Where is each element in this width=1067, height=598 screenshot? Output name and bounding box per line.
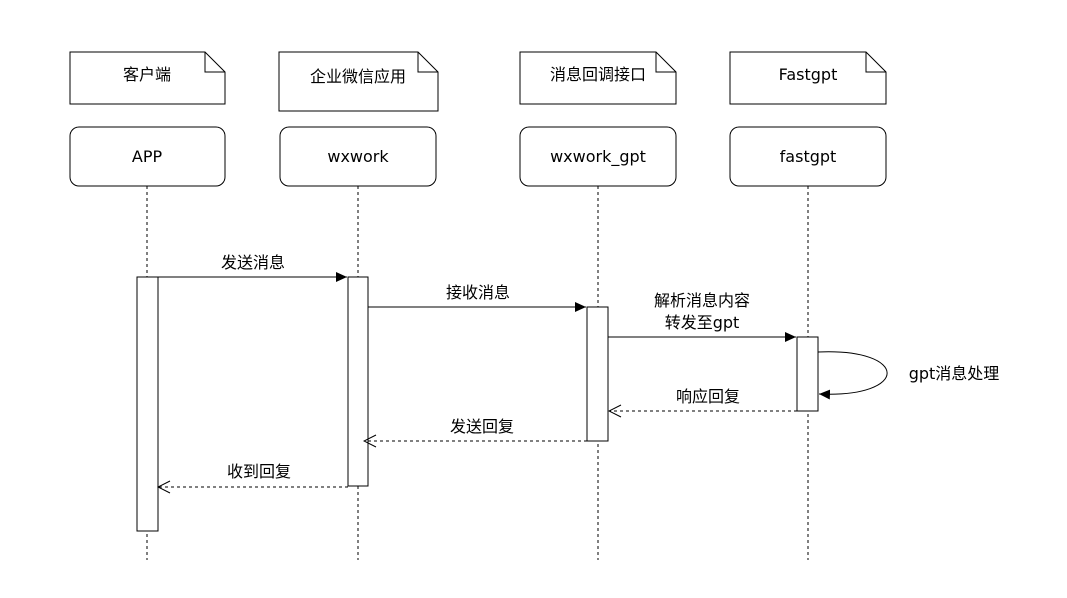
message-send-reply: 发送回复 [364,417,587,441]
activation-fastgpt [796,336,819,412]
participant-app: APP [69,126,226,187]
activation-wxwork [347,276,369,487]
note-callback: 消息回调接口 [519,51,677,105]
activation-app [136,276,159,532]
note-client-label: 客户端 [123,65,171,84]
message-self-process: gpt消息处理 [817,351,1000,400]
note-fastgpt: Fastgpt [729,51,887,105]
message-respond-reply: 响应回复 [609,387,797,411]
message-forward: 解析消息内容 转发至gpt [608,291,796,342]
participant-wxwork: wxwork [279,126,437,187]
message-send-label: 发送消息 [221,253,285,272]
message-forward-label-1: 解析消息内容 [654,291,750,310]
message-receive-label: 接收消息 [446,283,510,302]
note-callback-label: 消息回调接口 [550,65,646,84]
note-client: 客户端 [69,51,226,105]
participant-fastgpt: fastgpt [729,126,887,187]
message-receive-reply: 收到回复 [158,462,348,487]
message-respond-reply-label: 响应回复 [676,387,740,406]
note-wecom-app: 企业微信应用 [278,51,439,112]
note-wecom-app-label: 企业微信应用 [310,67,406,86]
participant-fastgpt-label: fastgpt [780,147,837,166]
message-receive: 接收消息 [368,283,586,312]
participant-app-label: APP [132,147,163,166]
message-self-process-label: gpt消息处理 [909,364,1000,383]
message-receive-reply-label: 收到回复 [227,462,291,481]
activation-wxwork-gpt [586,306,609,442]
participant-wxwork-label: wxwork [327,147,389,166]
message-send: 发送消息 [158,253,347,282]
participant-wxwork-gpt-label: wxwork_gpt [550,147,646,167]
participant-wxwork-gpt: wxwork_gpt [519,126,677,187]
message-forward-label-2: 转发至gpt [665,313,740,332]
note-fastgpt-label: Fastgpt [779,65,838,84]
message-send-reply-label: 发送回复 [450,417,514,436]
